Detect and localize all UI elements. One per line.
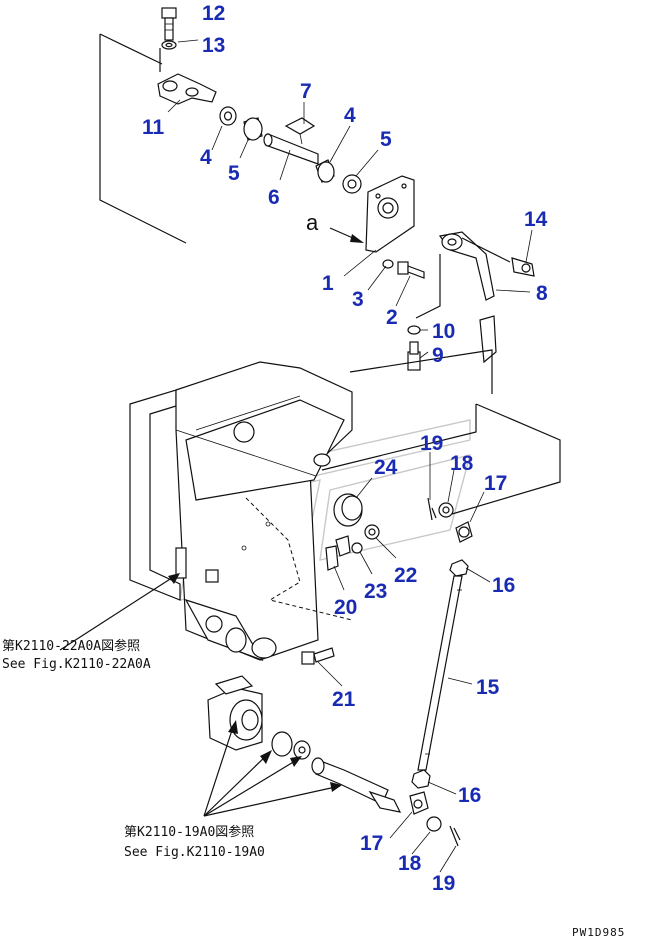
bushing-lower (271, 731, 293, 757)
washer-3 (382, 259, 394, 269)
nut-16 (449, 559, 469, 577)
reference-line (451, 403, 561, 515)
connector-8b (479, 315, 497, 364)
bearing-lower (293, 740, 311, 760)
callout-22: 22 (394, 564, 417, 587)
callout-15: 15 (476, 676, 500, 699)
callout-24: 24 (374, 456, 398, 479)
callout-5: 5 (228, 162, 240, 185)
washer-13 (161, 40, 177, 50)
bracket-7 (284, 117, 316, 145)
leader-line (415, 254, 441, 319)
callout-16b: 16 (458, 784, 481, 807)
joint-17 (455, 521, 473, 543)
nut-18 (438, 502, 454, 518)
drawing-code: PW1D985 (572, 926, 625, 939)
bushing-5 (243, 117, 263, 141)
callout-4: 4 (200, 146, 212, 169)
callout-5b: 5 (380, 128, 392, 151)
reference-line (321, 404, 477, 471)
bolt-21 (301, 647, 335, 665)
pin-19 (427, 497, 437, 521)
callout-14: 14 (524, 208, 548, 231)
bearing-4 (219, 106, 237, 126)
callout-2: 2 (386, 306, 398, 329)
pin-19b (449, 825, 461, 847)
nut-16b (411, 769, 431, 789)
callout-21: 21 (332, 688, 356, 711)
ref-arrows-upper (59, 573, 180, 651)
callout-3: 3 (352, 288, 364, 311)
reference-lower-en: See Fig.K2110-19A0 (124, 845, 265, 860)
callout-10: 10 (432, 320, 455, 343)
rod-15 (417, 575, 463, 771)
callout-18: 18 (450, 452, 474, 475)
bushing-5b (342, 174, 362, 194)
callout-8: 8 (536, 282, 548, 305)
pedal-arm (311, 757, 402, 813)
clamp-11 (157, 73, 217, 105)
callout-17b: 17 (360, 832, 383, 855)
plate-1 (365, 175, 415, 253)
callout-12: 12 (202, 2, 225, 25)
bolt-12 (161, 7, 177, 41)
callout-17: 17 (484, 472, 507, 495)
callout-4b: 4 (344, 104, 356, 127)
callout-6: 6 (268, 186, 280, 209)
callout-23: 23 (364, 580, 387, 603)
reference-line (349, 349, 493, 394)
callout-7: 7 (300, 80, 312, 103)
nut-18b (426, 816, 442, 832)
pedal-pivot (207, 675, 263, 751)
callout-19b: 19 (432, 872, 455, 895)
reference-lower-jp: 第K2110-19A0図参照 (124, 824, 254, 840)
bolt-9 (407, 341, 421, 371)
callout-leaders (167, 39, 533, 873)
bracket-20 (325, 535, 351, 571)
callout-1: 1 (322, 272, 334, 295)
joint-17b (409, 791, 429, 815)
ball-joint-14 (511, 257, 535, 277)
ref-arrows-lower (203, 720, 342, 817)
bearing-4b (315, 159, 335, 183)
bolt-2 (397, 261, 425, 279)
reference-line (99, 33, 163, 65)
cap-24 (333, 493, 363, 527)
view-arrow-head (350, 234, 364, 243)
frame-body (129, 361, 353, 662)
reference-upper-en: See Fig.K2110-22A0A (2, 657, 151, 672)
reference-line (99, 34, 187, 244)
reference-upper-jp: 第K2110-22A0A図参照 (2, 638, 140, 654)
callout-16: 16 (492, 574, 515, 597)
callout-11: 11 (142, 116, 165, 139)
washer-10 (407, 325, 421, 335)
callout-9: 9 (432, 344, 444, 367)
view-label: a (306, 210, 319, 235)
callout-19: 19 (420, 432, 443, 455)
shaft-6 (263, 133, 319, 165)
callout-18b: 18 (398, 852, 422, 875)
callout-13: 13 (202, 34, 225, 57)
lever-8 (438, 231, 511, 301)
nut-22 (364, 524, 380, 540)
washer-23 (351, 542, 363, 554)
callout-20: 20 (334, 596, 357, 619)
